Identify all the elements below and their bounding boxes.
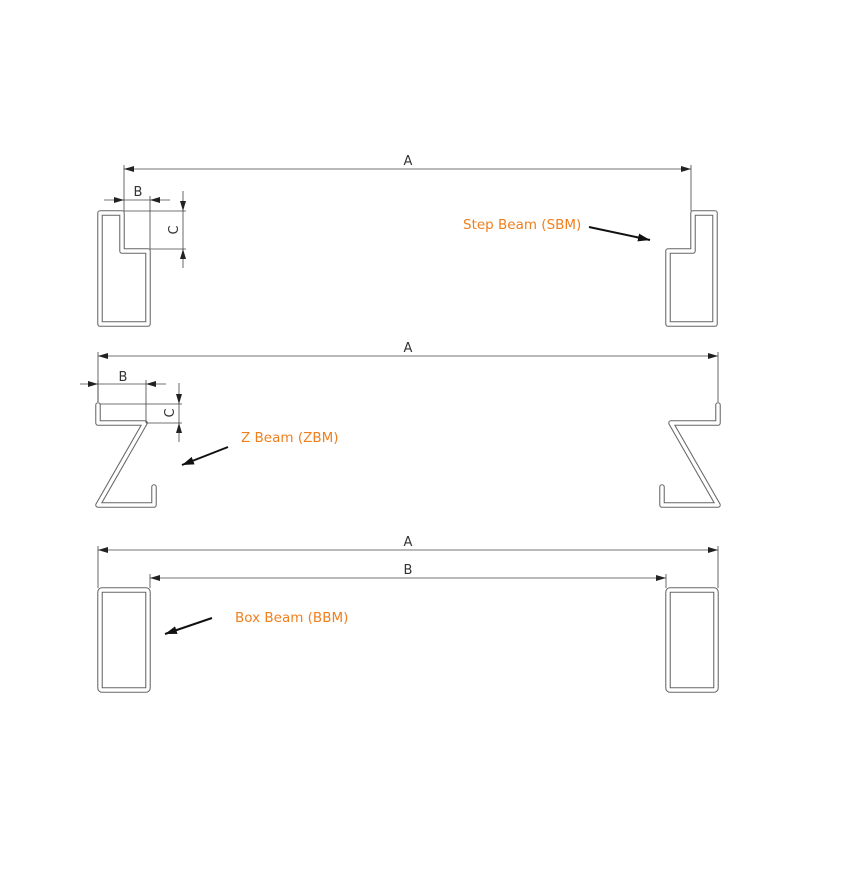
box-beam-right-profile [665, 587, 719, 693]
z-beam-dimension-a [97, 352, 719, 402]
box-beam-group: A B Box Beam (BBM) [97, 535, 719, 693]
step-beam-group: A B C Step Beam (SBM) [97, 154, 718, 327]
box-beam-label: Box Beam (BBM) [235, 610, 348, 626]
step-beam-dim-b-label: B [134, 185, 143, 200]
step-beam-left-profile [97, 210, 151, 327]
z-beam-dim-b-label: B [119, 370, 128, 385]
box-beam-dimension-b [149, 574, 667, 588]
z-beam-group: A B C Z Beam (ZBM) [80, 341, 721, 508]
box-beam-dim-b-label: B [404, 563, 413, 578]
z-beam-right-profile [659, 402, 721, 508]
z-beam-left-profile [95, 402, 157, 508]
step-beam-dimension-c [124, 191, 186, 268]
step-beam-right-profile [665, 210, 718, 327]
z-beam-label: Z Beam (ZBM) [241, 430, 339, 446]
box-beam-dim-a-label: A [404, 535, 413, 550]
box-beam-pointer-arrow [164, 617, 213, 635]
step-beam-dimension-b [104, 196, 170, 249]
z-beam-dimension-c [100, 383, 182, 442]
step-beam-dimension-a [123, 165, 692, 211]
box-beam-dimension-a [97, 546, 719, 588]
z-beam-dim-a-label: A [404, 341, 413, 356]
z-beam-pointer-arrow [181, 446, 229, 466]
box-beam-left-profile [97, 587, 151, 693]
step-beam-dim-c-label: C [167, 225, 182, 234]
step-beam-label: Step Beam (SBM) [463, 217, 581, 233]
z-beam-dim-c-label: C [163, 408, 178, 417]
step-beam-dim-a-label: A [404, 154, 413, 169]
step-beam-pointer-arrow [588, 226, 651, 242]
z-beam-dimension-b [80, 380, 166, 423]
